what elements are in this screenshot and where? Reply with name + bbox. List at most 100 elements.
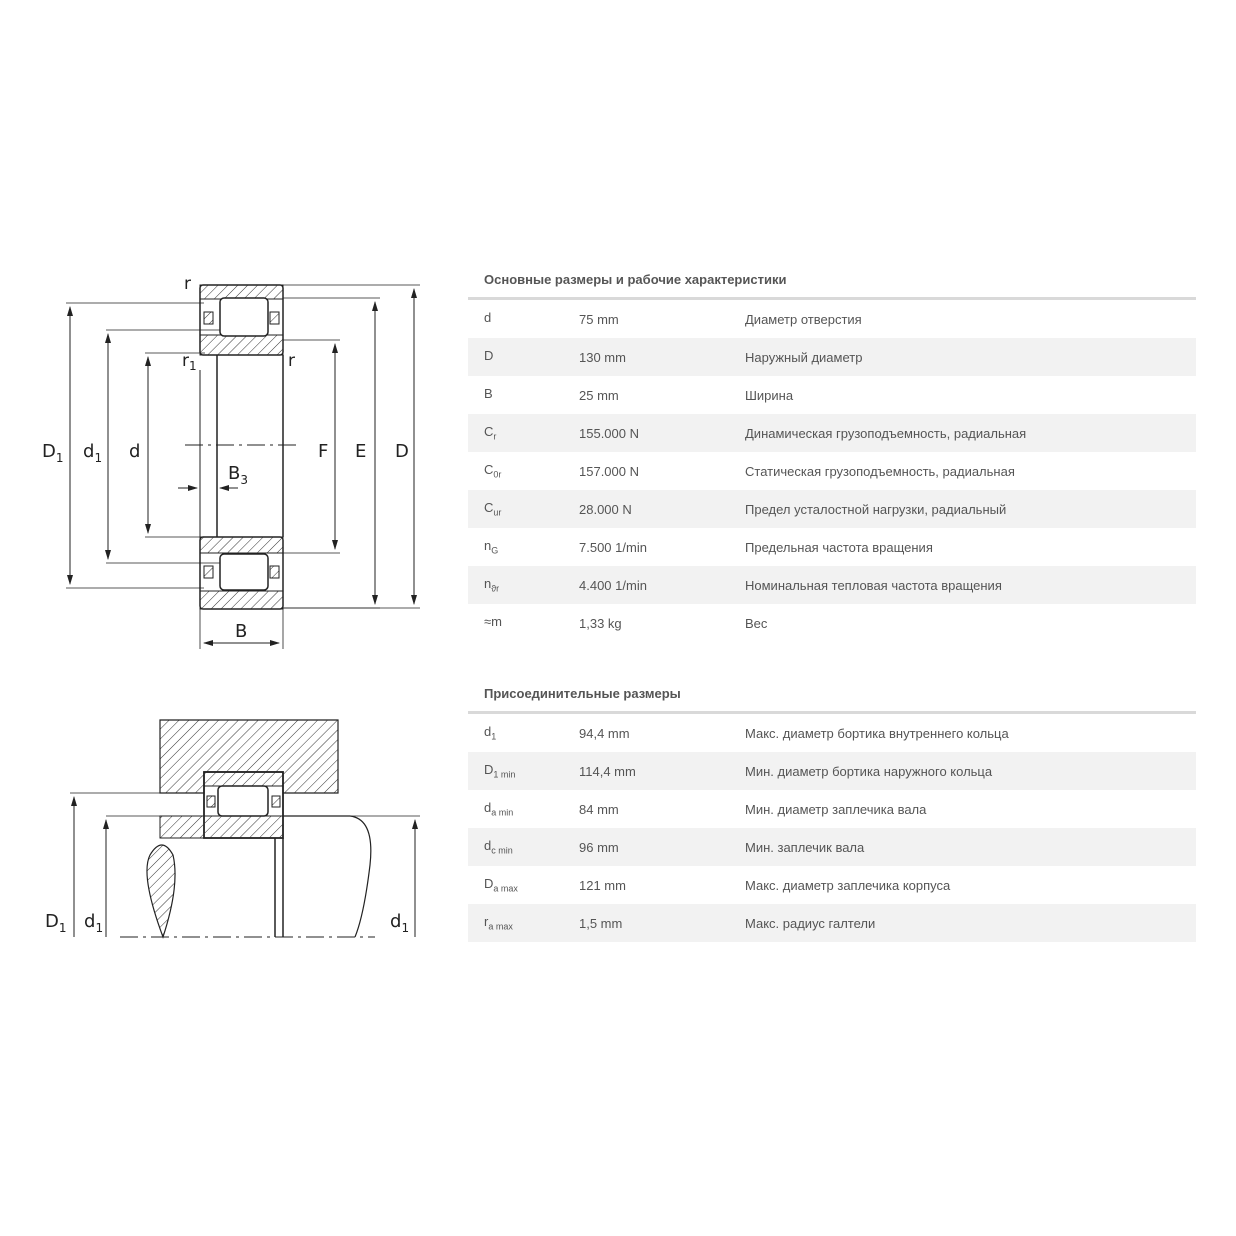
value-cell: 130 mm bbox=[579, 349, 626, 365]
description-cell: Номинальная тепловая частота вращения bbox=[745, 577, 1002, 593]
value-cell: 157.000 N bbox=[579, 463, 639, 479]
symbol-cell: ≈m bbox=[468, 614, 579, 632]
label-r-top: r bbox=[184, 274, 191, 294]
symbol-cell: dc min bbox=[468, 838, 579, 856]
symbol: n bbox=[484, 538, 492, 554]
table-row: ≈m 1,33 kg Вес bbox=[468, 604, 1196, 642]
value-cell: 121 mm bbox=[579, 877, 626, 893]
bearing-drawing: r r1 r D1 d1 d B3 F E D B bbox=[30, 265, 440, 955]
symbol-cell: da min bbox=[468, 800, 579, 818]
symbol: D bbox=[484, 348, 494, 364]
label-d1: d1 bbox=[83, 441, 102, 465]
value-cell: 25 mm bbox=[579, 387, 619, 403]
symbol: ≈m bbox=[484, 614, 502, 630]
mounting-view: D1 d1 d1 bbox=[45, 719, 420, 939]
symbol-subscript: 1 bbox=[491, 731, 497, 742]
table-row: d 75 mm Диаметр отверстия bbox=[468, 300, 1196, 338]
section-title-mounting: Присоединительные размеры bbox=[468, 676, 1196, 714]
description-cell: Макс. диаметр бортика внутреннего кольца bbox=[745, 725, 1009, 741]
value-cell: 1,5 mm bbox=[579, 915, 623, 931]
symbol: d bbox=[484, 724, 492, 740]
top-bearing-view: r r1 r D1 d1 d B3 F E D B bbox=[42, 274, 420, 649]
description-cell: Диаметр отверстия bbox=[745, 311, 862, 327]
value-cell: 96 mm bbox=[579, 839, 619, 855]
symbol: C bbox=[484, 424, 494, 440]
label-r-mid: r bbox=[288, 351, 295, 371]
symbol: r bbox=[484, 914, 489, 930]
symbol-subscript: 1 min bbox=[493, 769, 516, 780]
symbol: D bbox=[484, 876, 494, 892]
symbol-subscript: ϑr bbox=[491, 583, 500, 594]
symbol-subscript: 0r bbox=[493, 469, 502, 480]
symbol-subscript: G bbox=[491, 545, 499, 556]
label-D: D bbox=[395, 441, 409, 462]
description-cell: Наружный диаметр bbox=[745, 349, 863, 365]
symbol-cell: d bbox=[468, 310, 579, 328]
label-bottom-d1-left: d1 bbox=[84, 911, 103, 935]
label-B3: B3 bbox=[228, 463, 248, 487]
value-cell: 28.000 N bbox=[579, 501, 632, 517]
label-D1: D1 bbox=[42, 441, 64, 465]
symbol-subscript: ur bbox=[493, 507, 502, 518]
description-cell: Предел усталостной нагрузки, радиальный bbox=[745, 501, 1007, 517]
symbol-cell: d1 bbox=[468, 724, 579, 742]
description-cell: Мин. заплечик вала bbox=[745, 839, 865, 855]
symbol-cell: Da max bbox=[468, 876, 579, 894]
label-E: E bbox=[355, 441, 366, 462]
symbol-cell: C0r bbox=[468, 462, 579, 480]
symbol: C bbox=[484, 500, 494, 516]
symbol-cell: Cur bbox=[468, 500, 579, 518]
table-row: D 130 mm Наружный диаметр bbox=[468, 338, 1196, 376]
description-cell: Мин. диаметр заплечика вала bbox=[745, 801, 927, 817]
description-cell: Мин. диаметр бортика наружного кольца bbox=[745, 763, 993, 779]
value-cell: 4.400 1/min bbox=[579, 577, 647, 593]
symbol-cell: D1 min bbox=[468, 762, 579, 780]
symbol: n bbox=[484, 576, 492, 592]
symbol: D bbox=[484, 762, 494, 778]
description-cell: Предельная частота вращения bbox=[745, 539, 933, 555]
description-cell: Статическая грузоподъемность, радиальная bbox=[745, 463, 1015, 479]
value-cell: 1,33 kg bbox=[579, 615, 622, 631]
label-d: d bbox=[129, 441, 140, 462]
symbol: d bbox=[484, 838, 492, 854]
symbol-cell: B bbox=[468, 386, 579, 404]
symbol-cell: Cr bbox=[468, 424, 579, 442]
symbol-cell: ra max bbox=[468, 914, 579, 932]
table-row: B 25 mm Ширина bbox=[468, 376, 1196, 414]
symbol: C bbox=[484, 462, 494, 478]
value-cell: 75 mm bbox=[579, 311, 619, 327]
symbol-cell: nG bbox=[468, 538, 579, 556]
symbol-cell: D bbox=[468, 348, 579, 366]
description-cell: Вес bbox=[745, 615, 768, 631]
description-cell: Макс. диаметр заплечика корпуса bbox=[745, 877, 951, 893]
symbol-cell: nϑr bbox=[468, 576, 579, 594]
symbol-subscript: a max bbox=[493, 883, 518, 894]
specifications: Основные размеры и рабочие характеристик… bbox=[468, 262, 1196, 942]
symbol-subscript: a min bbox=[491, 807, 514, 818]
label-bottom-d1-right: d1 bbox=[390, 911, 409, 935]
symbol: d bbox=[484, 310, 492, 326]
symbol: B bbox=[484, 386, 493, 402]
symbol-subscript: a max bbox=[488, 921, 513, 932]
section-title-main: Основные размеры и рабочие характеристик… bbox=[468, 262, 1196, 300]
symbol-subscript: r bbox=[493, 431, 497, 442]
value-cell: 155.000 N bbox=[579, 425, 639, 441]
value-cell: 84 mm bbox=[579, 801, 619, 817]
symbol-subscript: c min bbox=[491, 845, 513, 856]
description-cell: Макс. радиус галтели bbox=[745, 915, 876, 931]
symbol: d bbox=[484, 800, 492, 816]
description-cell: Ширина bbox=[745, 387, 794, 403]
label-F: F bbox=[318, 441, 328, 462]
value-cell: 114,4 mm bbox=[579, 763, 636, 779]
